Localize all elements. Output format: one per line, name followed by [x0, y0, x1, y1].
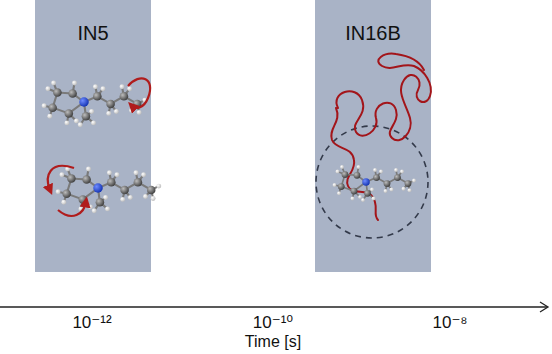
- panel-heading: IN5: [35, 0, 151, 45]
- timescale-panel: IN5: [35, 0, 151, 272]
- diffusion-path: [331, 54, 431, 220]
- rotation-arrow: [48, 166, 74, 190]
- tick-label: 10⁻⁸: [432, 312, 467, 333]
- molecule: [333, 165, 416, 202]
- rotation-arrow: [128, 78, 150, 108]
- tick-label: 10⁻¹⁰: [253, 312, 293, 333]
- molecule: [56, 167, 162, 214]
- axis-title: Time [s]: [245, 333, 301, 351]
- tick-label: 10⁻¹²: [72, 312, 111, 333]
- axis-arrowhead: [540, 302, 548, 312]
- time-axis: [0, 306, 547, 307]
- rotation-arrow: [58, 202, 86, 216]
- molecule: [42, 81, 148, 128]
- panel-heading: IN16B: [315, 0, 431, 45]
